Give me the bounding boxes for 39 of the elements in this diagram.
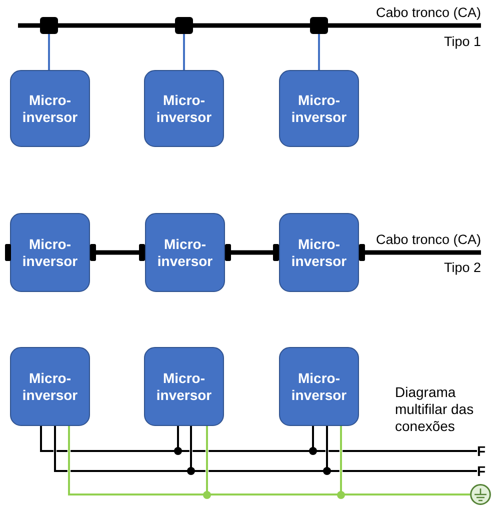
- cable-connector: [310, 17, 328, 34]
- cable-label: Cabo tronco (CA): [376, 6, 481, 20]
- inverter-box: Micro- inversor: [279, 213, 359, 292]
- wire-line: [183, 34, 185, 70]
- inverter-box: Micro- inversor: [145, 213, 225, 292]
- cable-line: [58, 23, 175, 28]
- cable-label: Cabo tronco (CA): [376, 233, 481, 248]
- phase-label: F: [477, 443, 487, 459]
- type-label: Tipo 1: [444, 35, 481, 49]
- wire-line: [326, 426, 328, 470]
- inverter-box: Micro- inversor: [279, 347, 359, 426]
- inverter-box: Micro- inversor: [279, 70, 359, 147]
- inverter-box: Micro- inversor: [144, 347, 224, 426]
- cable-line: [193, 23, 310, 28]
- diagram-note: Diagrama multifilar das conexões: [395, 384, 475, 435]
- wire-line: [177, 426, 179, 450]
- wire-line: [340, 426, 342, 494]
- ground-icon: [470, 484, 491, 505]
- wire-line: [54, 425, 478, 472]
- wire-line: [318, 34, 320, 70]
- wire-line: [312, 426, 314, 450]
- inverter-box: Micro- inversor: [10, 70, 90, 147]
- wire-line: [206, 426, 208, 494]
- inverter-box: Micro- inversor: [144, 70, 224, 147]
- inverter-box: Micro- inversor: [10, 347, 90, 426]
- cable-line: [90, 244, 145, 261]
- inverter-box: Micro- inversor: [10, 213, 90, 292]
- wire-line: [68, 426, 470, 496]
- wire-line: [48, 34, 50, 70]
- wire-line: [190, 426, 192, 470]
- wire-line: [40, 425, 478, 452]
- cable-line: [225, 244, 279, 261]
- type-label: Tipo 2: [444, 261, 481, 275]
- cable-connector: [40, 17, 58, 34]
- cable-connector: [175, 17, 193, 34]
- cable-line: [359, 244, 481, 261]
- cable-line: [328, 23, 481, 28]
- cable-line: [18, 23, 40, 28]
- phase-label: F: [477, 463, 487, 479]
